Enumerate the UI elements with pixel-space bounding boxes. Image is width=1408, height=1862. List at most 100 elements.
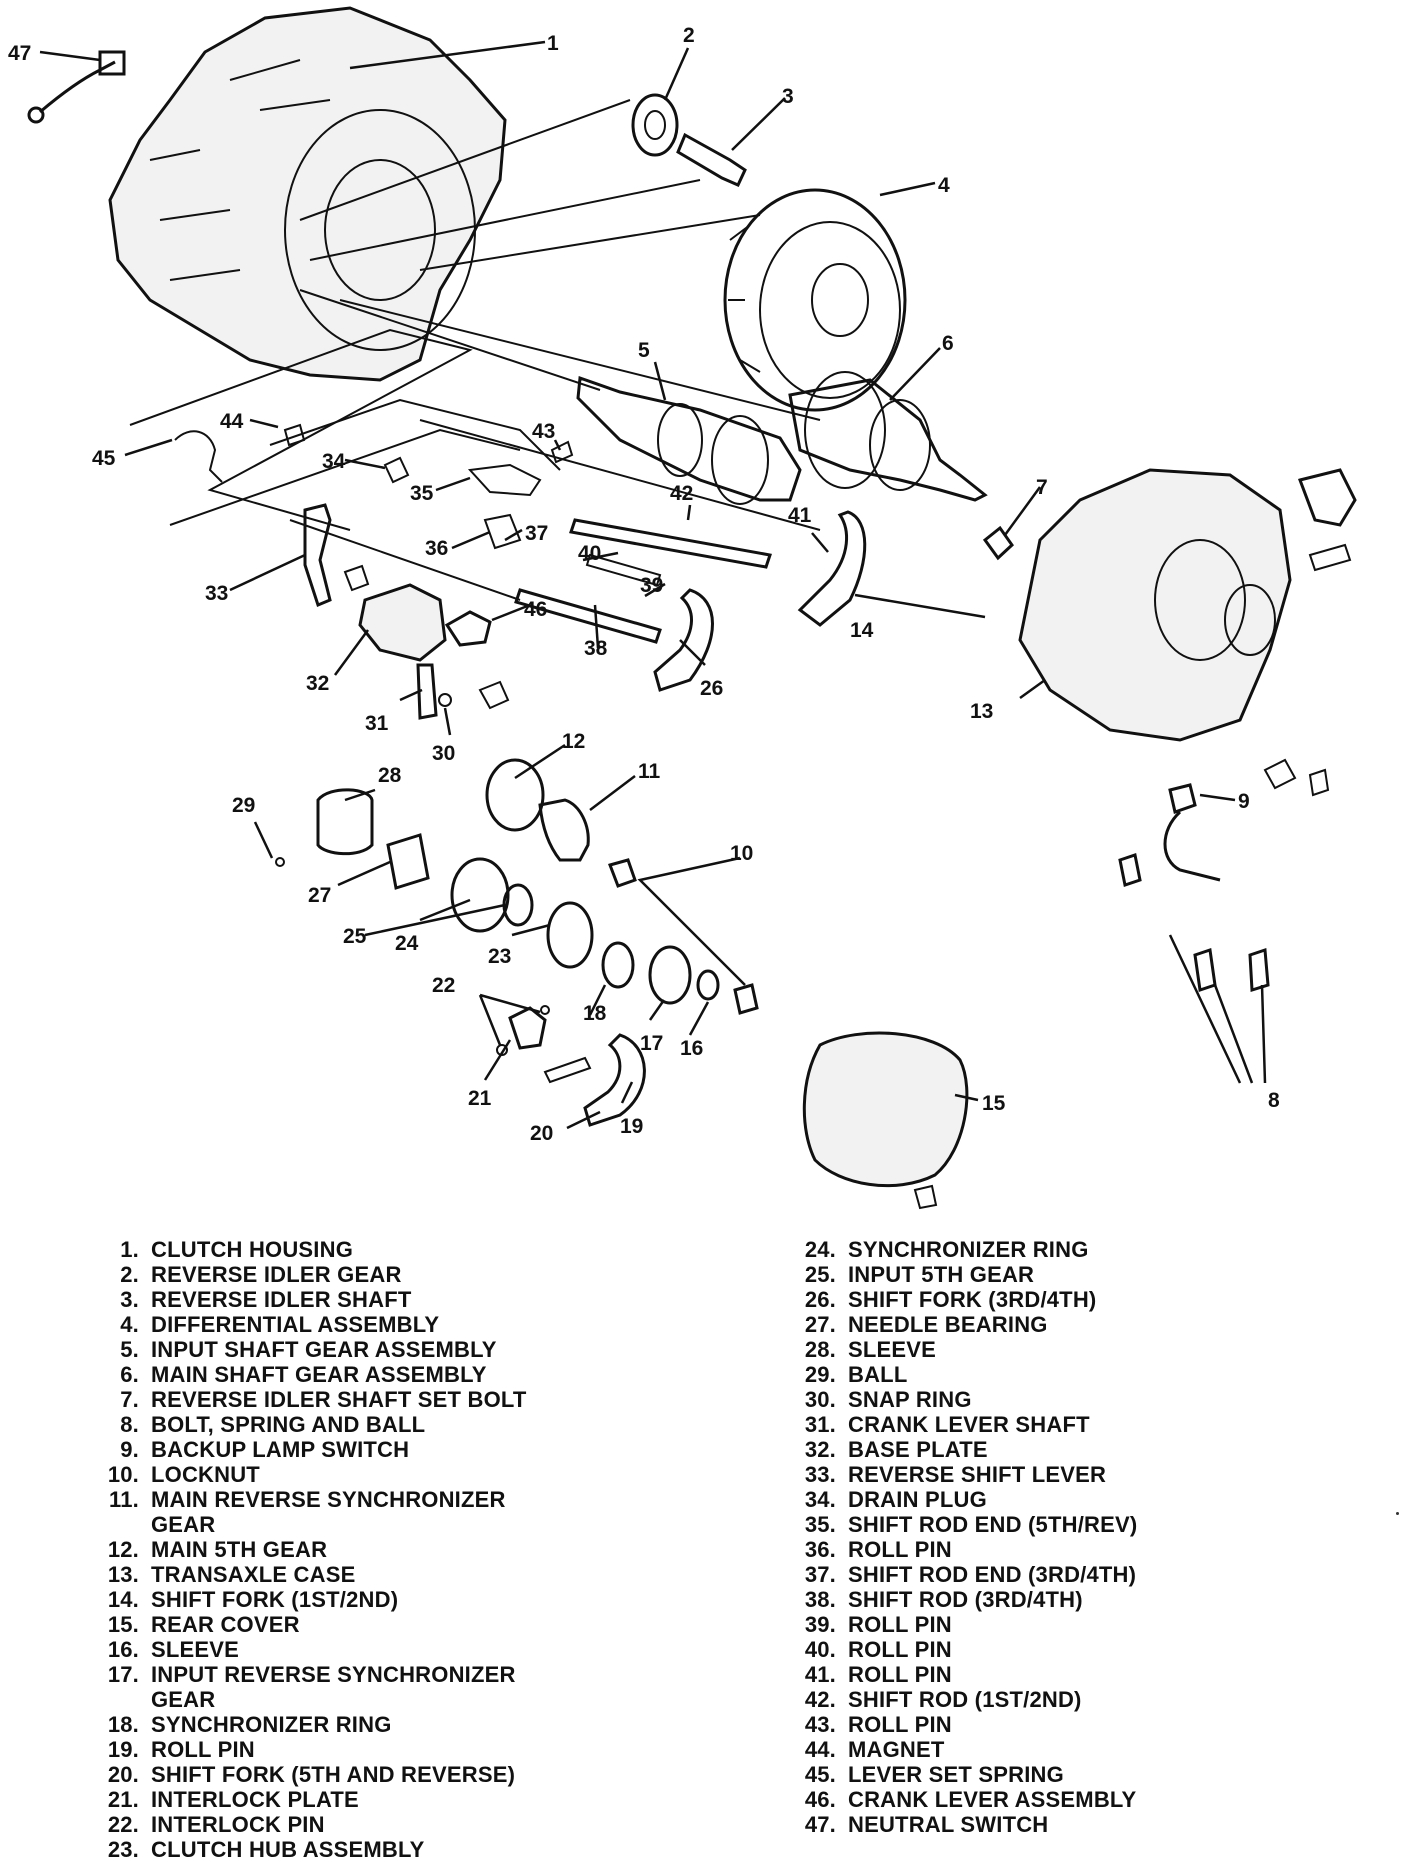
base-plate-shape bbox=[358, 583, 447, 662]
legend-item: 41.ROLL PIN bbox=[792, 1662, 1137, 1687]
legend-item-name: BASE PLATE bbox=[848, 1437, 988, 1462]
legend-item: 32.BASE PLATE bbox=[792, 1437, 1137, 1462]
legend-item-name: MAIN 5TH GEAR bbox=[151, 1537, 328, 1562]
legend-item: 13.TRANSAXLE CASE bbox=[95, 1562, 527, 1587]
callout-17: 17 bbox=[640, 1032, 663, 1055]
legend-item-number: 16. bbox=[107, 1637, 139, 1662]
legend-item: 27.NEEDLE BEARING bbox=[792, 1312, 1137, 1337]
legend-item-number: 11. bbox=[109, 1487, 139, 1512]
callout-32: 32 bbox=[306, 672, 329, 695]
legend-item-name: SNAP RING bbox=[848, 1387, 972, 1412]
legend-item-number: 38. bbox=[804, 1587, 836, 1612]
legend-item: 2.REVERSE IDLER GEAR bbox=[95, 1262, 527, 1287]
legend-item-number: 20. bbox=[107, 1762, 139, 1787]
legend-item-name: SHIFT FORK (3RD/4TH) bbox=[848, 1287, 1097, 1312]
legend-item-number: 31. bbox=[804, 1412, 836, 1437]
legend-item-number: 3. bbox=[120, 1287, 139, 1312]
callout-29: 29 bbox=[232, 794, 255, 817]
callout-1: 1 bbox=[547, 32, 559, 55]
callout-42: 42 bbox=[670, 482, 693, 505]
sleeve-16-shape bbox=[696, 969, 720, 1001]
legend-item-name: CRANK LEVER SHAFT bbox=[848, 1412, 1090, 1437]
legend-item-name: SHIFT ROD END (5TH/REV) bbox=[848, 1512, 1138, 1537]
legend-item-number: 19. bbox=[107, 1737, 139, 1762]
shift-fork-5th-rev-shape bbox=[583, 1033, 646, 1127]
legend-item-number: 42. bbox=[804, 1687, 836, 1712]
legend-item: 40.ROLL PIN bbox=[792, 1637, 1137, 1662]
legend-item: 33.REVERSE SHIFT LEVER bbox=[792, 1462, 1137, 1487]
legend-item-number: 27. bbox=[804, 1312, 836, 1337]
rear-cover-shape bbox=[802, 1031, 969, 1188]
callout-6: 6 bbox=[942, 332, 954, 355]
callout-44: 44 bbox=[220, 410, 244, 433]
reverse-idler-shaft-shape bbox=[676, 132, 747, 187]
input-shaft-shape bbox=[576, 375, 802, 502]
legend-item: 30.SNAP RING bbox=[792, 1387, 1137, 1412]
legend-item: 35. SHIFT ROD END (5TH/REV) bbox=[792, 1512, 1137, 1537]
callout-22: 22 bbox=[432, 974, 455, 997]
callout-40: 40 bbox=[578, 542, 601, 565]
callout-10: 10 bbox=[730, 842, 753, 865]
legend-item-name: LOCKNUT bbox=[151, 1462, 260, 1487]
legend-item-name: CRANK LEVER ASSEMBLY bbox=[848, 1787, 1137, 1812]
legend-item-name: SHIFT ROD (1ST/2ND) bbox=[848, 1687, 1082, 1712]
legend-item-number: 17. bbox=[107, 1662, 139, 1687]
legend-item: 45.LEVER SET SPRING bbox=[792, 1762, 1137, 1787]
legend-item: 20. SHIFT FORK (5TH AND REVERSE) bbox=[95, 1762, 527, 1787]
legend-item-name: SHIFT ROD END (3RD/4TH) bbox=[848, 1562, 1137, 1587]
legend-item-name: REVERSE SHIFT LEVER bbox=[848, 1462, 1107, 1487]
legend-item: 5.INPUT SHAFT GEAR ASSEMBLY bbox=[95, 1337, 527, 1362]
legend-item-name: MAIN SHAFT GEAR ASSEMBLY bbox=[151, 1362, 487, 1387]
legend-item-name: ROLL PIN bbox=[848, 1537, 952, 1562]
legend-item: 21.INTERLOCK PLATE bbox=[95, 1787, 527, 1812]
callout-5: 5 bbox=[638, 339, 650, 362]
leader-lines bbox=[39, 40, 1267, 1130]
shift-rod-3rd-4th-shape bbox=[514, 588, 662, 644]
legend-item: 22.INTERLOCK PIN bbox=[95, 1812, 527, 1837]
callout-3: 3 bbox=[782, 85, 794, 108]
callout-14: 14 bbox=[850, 619, 874, 642]
legend-item-number: 43. bbox=[804, 1712, 836, 1737]
callout-26: 26 bbox=[700, 677, 723, 700]
legend-item-name: MAIN REVERSE SYNCHRONIZER GEAR bbox=[151, 1487, 506, 1537]
legend-item-name: SYNCHRONIZER RING bbox=[848, 1237, 1089, 1262]
main-5th-gear-shape bbox=[485, 758, 545, 832]
legend-item-number: 2. bbox=[120, 1262, 139, 1287]
callout-36: 36 bbox=[425, 537, 448, 560]
legend-item-name: INPUT SHAFT GEAR ASSEMBLY bbox=[151, 1337, 497, 1362]
legend-item-name: SHIFT FORK (5TH AND REVERSE) bbox=[151, 1762, 516, 1787]
legend-item-number: 35. bbox=[804, 1512, 836, 1537]
reverse-shift-lever-shape bbox=[303, 503, 332, 608]
callout-38: 38 bbox=[584, 637, 608, 660]
legend-item-number: 12. bbox=[107, 1537, 139, 1562]
callout-13: 13 bbox=[970, 700, 993, 723]
legend-item-number: 39. bbox=[804, 1612, 836, 1637]
clutch-housing-shape bbox=[108, 6, 507, 382]
crank-lever-shaft-shape bbox=[416, 663, 438, 720]
shift-fork-3rd-4th-shape bbox=[653, 588, 714, 692]
legend-item-name: DRAIN PLUG bbox=[848, 1487, 987, 1512]
housing-bore bbox=[284, 109, 476, 351]
legend-item: 4.DIFFERENTIAL ASSEMBLY bbox=[95, 1312, 527, 1337]
legend-item: 29.BALL bbox=[792, 1362, 1137, 1387]
legend-item-number: 21. bbox=[107, 1787, 139, 1812]
legend-item-name: SHIFT ROD (3RD/4TH) bbox=[848, 1587, 1083, 1612]
legend-item-name: CLUTCH HOUSING bbox=[151, 1237, 354, 1262]
callout-43: 43 bbox=[532, 420, 555, 443]
callout-8: 8 bbox=[1268, 1089, 1280, 1112]
callout-9: 9 bbox=[1238, 790, 1250, 813]
legend-item: 16.SLEEVE bbox=[95, 1637, 527, 1662]
legend-item-name: ROLL PIN bbox=[848, 1637, 952, 1662]
callout-33: 33 bbox=[205, 582, 228, 605]
legend-item-number: 8. bbox=[120, 1412, 139, 1437]
legend-item: 6.MAIN SHAFT GEAR ASSEMBLY bbox=[95, 1362, 527, 1387]
callout-27: 27 bbox=[308, 884, 331, 907]
callout-21: 21 bbox=[468, 1087, 492, 1110]
legend-item: 37.SHIFT ROD END (3RD/4TH) bbox=[792, 1562, 1137, 1587]
legend-item: 9.BACKUP LAMP SWITCH bbox=[95, 1437, 527, 1462]
legend-item-name: REVERSE IDLER SHAFT SET BOLT bbox=[151, 1387, 527, 1412]
legend-item-number: 4. bbox=[120, 1312, 139, 1337]
callout-4: 4 bbox=[938, 174, 950, 197]
legend-item-number: 46. bbox=[804, 1787, 836, 1812]
main-shaft-shape bbox=[788, 378, 988, 502]
